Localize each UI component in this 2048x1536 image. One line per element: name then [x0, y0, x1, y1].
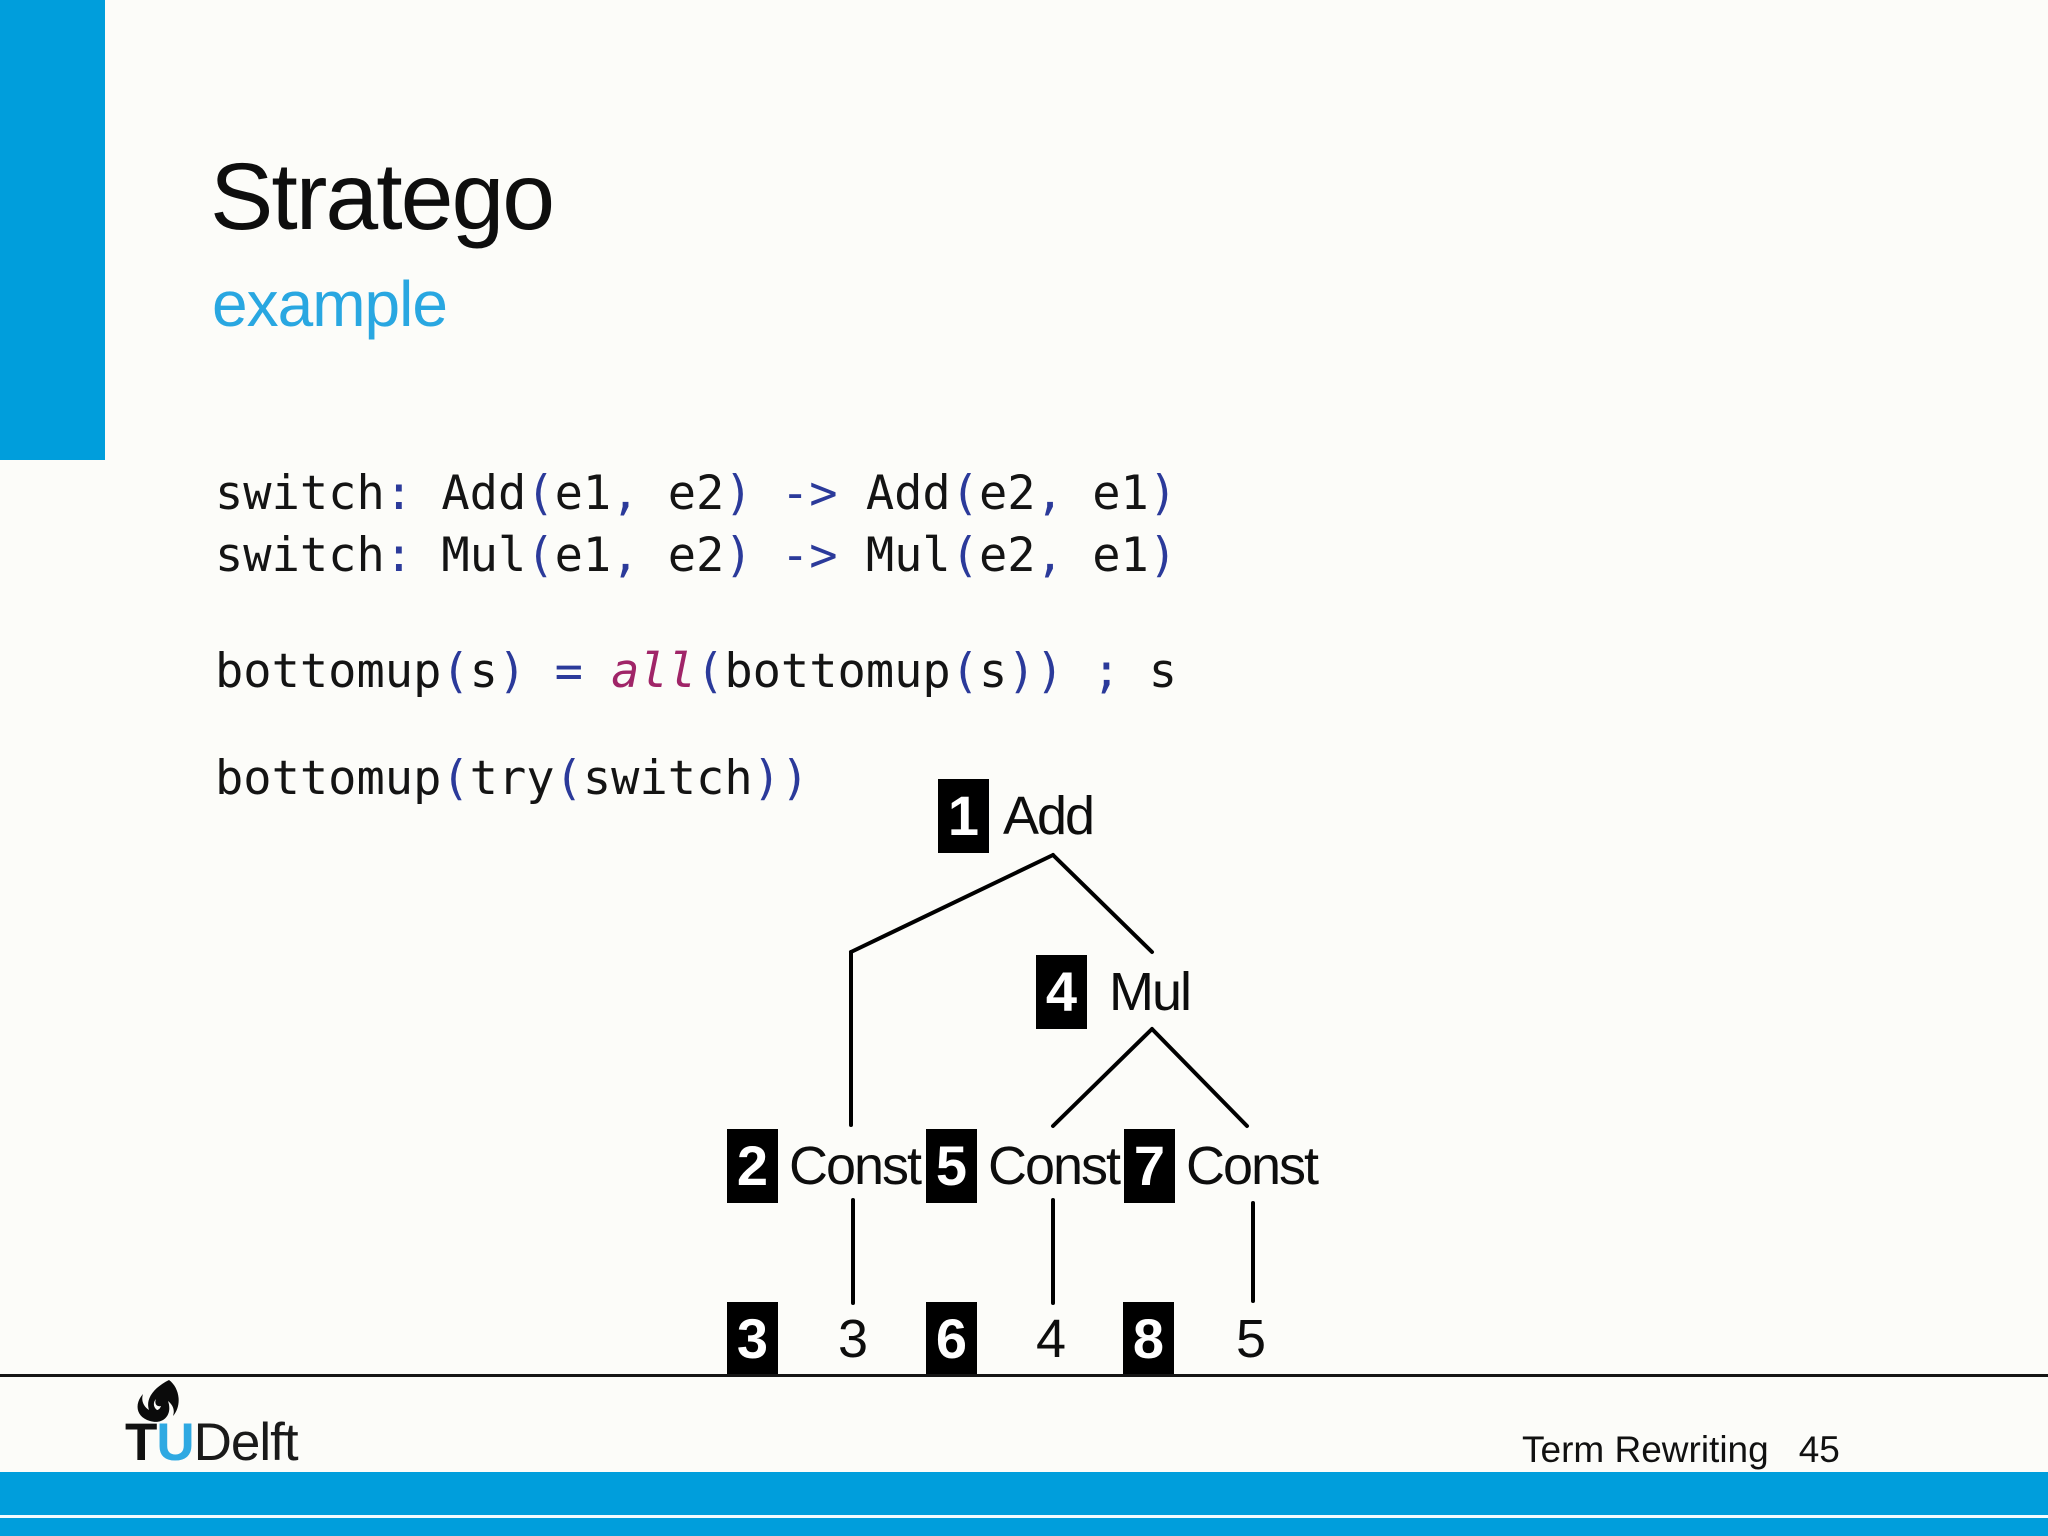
code-line-3: bottomup(s) = all(bottomup(s)) ; s [215, 644, 1178, 699]
logo-letter-t: T [125, 1413, 157, 1472]
logo-word-delft: Delft [193, 1413, 299, 1472]
tree-node-tag-add: 1 [938, 779, 989, 853]
tree-node-tag-const3: 7 [1124, 1129, 1175, 1203]
tudelft-logo: TUDelft [125, 1378, 365, 1472]
tree-node-label-mul: Mul [1109, 962, 1192, 1022]
tree-node-label-const3: Const [1186, 1136, 1319, 1196]
footer-divider-line [0, 1374, 2048, 1377]
tree-node-tag-val3: 3 [727, 1302, 778, 1376]
tree-leaf-value-4: 4 [1035, 1309, 1067, 1369]
code-line-2: switch: Mul(e1, e2) -> Mul(e2, e1) [215, 528, 1178, 583]
page-subtitle: example [212, 268, 448, 340]
bottom-bar-separator [0, 1515, 2048, 1518]
tree-node-tag-val4: 6 [926, 1302, 977, 1376]
code-line-4: bottomup(try(switch)) [215, 751, 810, 806]
tree-node-label-const2: Const [988, 1136, 1121, 1196]
bottom-accent-bar [0, 1472, 2048, 1536]
left-accent-bar [0, 0, 105, 460]
tree-node-label-add: Add [1003, 786, 1095, 846]
course-name: Term Rewriting [1522, 1429, 1769, 1470]
tree-node-tag-const1: 2 [727, 1129, 778, 1203]
tree-node-tag-const2: 5 [926, 1129, 977, 1203]
tree-leaf-value-5: 5 [1235, 1309, 1267, 1369]
tree-leaf-value-3: 3 [837, 1309, 869, 1369]
footer-info: Term Rewriting 45 [1522, 1431, 1840, 1468]
code-line-1: switch: Add(e1, e2) -> Add(e2, e1) [215, 466, 1178, 521]
page-title: Stratego [210, 144, 555, 250]
tudelft-flame-icon [137, 1380, 179, 1422]
page-number: 45 [1798, 1429, 1840, 1470]
tudelft-logo-text: TUDelft [125, 1413, 299, 1472]
tree-node-tag-val5: 8 [1123, 1302, 1174, 1376]
tree-node-tag-mul: 4 [1036, 955, 1087, 1029]
tree-node-label-const1: Const [789, 1136, 922, 1196]
logo-letter-u: U [156, 1413, 194, 1472]
